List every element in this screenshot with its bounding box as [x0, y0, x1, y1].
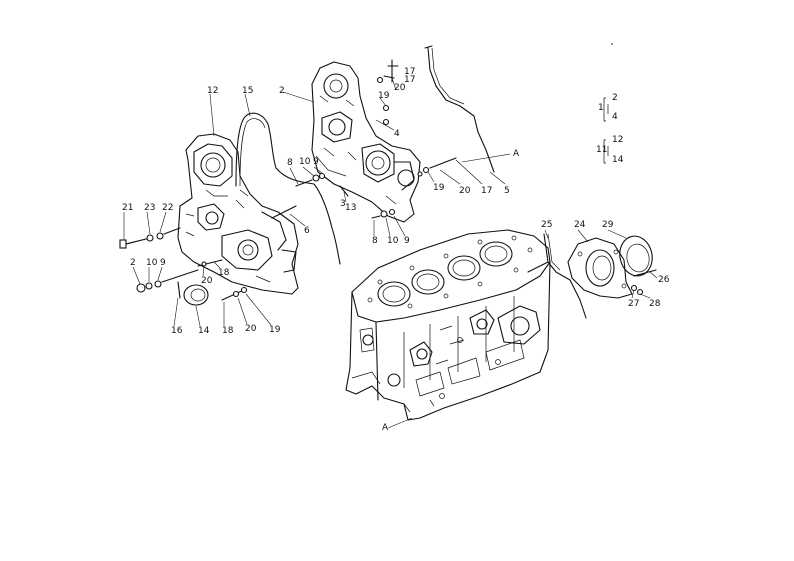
- part-label-l6: 6: [304, 226, 310, 236]
- part-label-l4a: 4: [394, 129, 400, 139]
- bolts-right-cover: [417, 153, 511, 185]
- part-label-l19a: 19: [378, 91, 390, 101]
- part-label-l28: 28: [649, 299, 661, 309]
- part-label-l24: 24: [574, 220, 586, 230]
- part-label-l2a: 2: [279, 86, 285, 96]
- part-label-lk4: 4: [612, 112, 618, 122]
- part-label-l10c: 10: [146, 258, 158, 268]
- part-label-l21: 21: [122, 203, 133, 213]
- part-label-l18a: 18: [218, 268, 230, 278]
- part-label-lk14: 14: [612, 155, 624, 165]
- bolts-2-10-9: [132, 266, 199, 293]
- bolts-18-20-19: [197, 259, 272, 326]
- part-label-l9a: 9: [313, 157, 319, 167]
- seal-14-16: [173, 281, 209, 327]
- cylinder-block: [345, 229, 551, 421]
- part-label-l10b: 10: [387, 236, 399, 246]
- part-label-l2b: 2: [130, 258, 136, 268]
- seal-29: [607, 229, 653, 277]
- part-label-l26: 26: [658, 275, 670, 285]
- part-label-lk12: 12: [612, 135, 623, 145]
- part-label-l22: 22: [162, 203, 173, 213]
- part-label-l16: 16: [171, 326, 183, 336]
- part-label-l20b: 20: [459, 186, 471, 196]
- part-label-lk1: 1: [598, 103, 604, 113]
- part-label-l8a: 8: [287, 158, 293, 168]
- part-label-l20c: 20: [201, 276, 213, 286]
- part-label-l17c: 17: [481, 186, 492, 196]
- part-label-l17a: 17: [404, 75, 415, 85]
- assembly-key: [603, 43, 613, 164]
- part-label-lk11: 11: [596, 145, 607, 155]
- part-label-l10a: 10: [299, 157, 311, 167]
- part-label-l9c: 9: [160, 258, 166, 268]
- bolts-top: [209, 59, 399, 137]
- part-label-lk2: 2: [612, 93, 618, 103]
- bolts-8-10-9-lower: [371, 208, 406, 237]
- gasket-5: [424, 45, 495, 173]
- part-label-l18b: 18: [222, 326, 234, 336]
- front-plate-housing: [177, 133, 299, 295]
- part-label-l3: 3: [340, 199, 346, 209]
- part-label-l20a: 20: [394, 83, 406, 93]
- part-label-l25: 25: [541, 220, 552, 230]
- part-label-l19c: 19: [269, 325, 281, 335]
- part-label-l9b: 9: [404, 236, 410, 246]
- bolts-8-10-9-upper: [289, 166, 349, 203]
- part-label-lA2: A: [382, 423, 389, 433]
- timing-cover: [311, 61, 421, 223]
- part-label-l13: 13: [345, 203, 356, 213]
- part-label-l20d: 20: [245, 324, 257, 334]
- gasket-25: [527, 233, 587, 319]
- part-label-l5: 5: [504, 186, 510, 196]
- part-label-l17b: 17: [404, 67, 415, 77]
- gasket-15: [235, 112, 341, 265]
- part-label-l14a: 14: [198, 326, 210, 336]
- part-label-l29: 29: [602, 220, 614, 230]
- part-label-l19b: 19: [433, 183, 445, 193]
- part-label-l8b: 8: [372, 236, 378, 246]
- seal-housing-24: [544, 229, 633, 299]
- bolts-26-27-28: [630, 269, 658, 299]
- part-label-l15: 15: [242, 86, 253, 96]
- part-label-l23: 23: [144, 203, 155, 213]
- part-label-l27: 27: [628, 299, 639, 309]
- part-label-l12a: 12: [207, 86, 218, 96]
- bolts-21-23-22: [119, 211, 181, 249]
- part-label-lA1: A: [513, 149, 520, 159]
